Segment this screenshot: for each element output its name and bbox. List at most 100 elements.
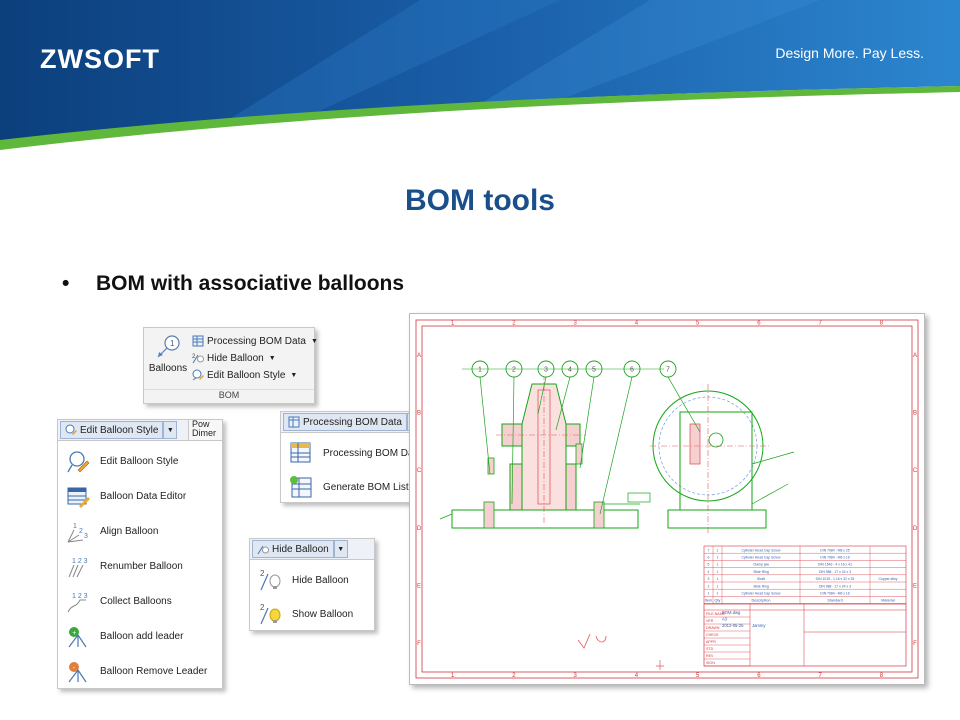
menu-item-edit-balloon-style[interactable]: Edit Balloon Style (58, 444, 222, 479)
hide-balloon-menu: Hide Balloon ▼ 2 Hide Balloon 2 Show Bal… (249, 538, 375, 631)
chevron-down-icon[interactable]: ▼ (163, 421, 178, 439)
bom-cell: Shaft (757, 577, 765, 581)
processing-menu-header: Processing BOM Data ▼ (281, 412, 438, 433)
menu-item-collect-balloons[interactable]: 1 2 3 Collect Balloons (58, 584, 222, 619)
ribbon-group-label: BOM (144, 389, 314, 403)
ribbon-hide-balloon[interactable]: 2 Hide Balloon ▼ (192, 350, 276, 366)
balloon-add-leader-icon: + (68, 626, 87, 647)
bom-cell: Copper alloy (878, 577, 897, 581)
ribbon-edit-balloon-style[interactable]: Edit Balloon Style▼ (192, 367, 297, 383)
row-letter: D (913, 526, 918, 532)
svg-text:1: 1 (170, 339, 175, 348)
balloon-number: 1 (478, 367, 482, 374)
row-letter: F (913, 641, 917, 647)
dropdown-caret-icon: ▼ (268, 354, 276, 362)
renumber-balloon-icon: 1 2 3 (68, 558, 88, 577)
bom-cell: DIN 7984 - M8 x 25 (820, 548, 850, 552)
chevron-down-icon[interactable]: ▼ (333, 540, 348, 558)
title-label: DRAWN (706, 626, 720, 630)
bom-cell: Slide Ring (753, 584, 769, 588)
title-label: APPR (706, 640, 716, 644)
header-background (0, 0, 960, 150)
bom-cell: 1 (717, 556, 719, 560)
column-number: 2 (512, 321, 516, 327)
balloon-data-editor-icon (67, 487, 90, 508)
balloon-leader (511, 376, 515, 505)
generate-bom-icon (290, 476, 312, 498)
hide-balloon-button[interactable]: Hide Balloon (252, 540, 334, 558)
menu-item-generate-bom[interactable]: Generate BOM List (281, 470, 438, 504)
column-number: 3 (573, 321, 577, 327)
menu-item-label: Balloon Data Editor (100, 491, 187, 502)
balloon-number: 3 (544, 367, 548, 374)
bullet-item: •BOM with associative balloons (62, 272, 404, 296)
surface-finish-symbol (577, 633, 607, 649)
row-letter: F (417, 641, 421, 647)
menu-item-hide-balloon[interactable]: 2 Hide Balloon (250, 563, 374, 597)
bom-cell: 7 (708, 548, 710, 552)
menu-item-show-balloon[interactable]: 2 Show Balloon (250, 597, 374, 631)
hide-balloon-icon: 2 (260, 569, 281, 591)
processing-button-label: Processing BOM Data (303, 416, 402, 428)
bom-cell: 2 (708, 584, 710, 588)
menu-item-balloon-data-editor[interactable]: Balloon Data Editor (58, 479, 222, 514)
bom-header: Standard (827, 599, 842, 603)
bom-cell: 6 (708, 556, 710, 560)
title-label: SIGN (706, 661, 715, 665)
bom-cell: 1 (717, 577, 719, 581)
bom-cell: Slide Ring (753, 570, 769, 574)
side-tab: Pow Dimer (188, 420, 222, 440)
bom-header: Description (752, 599, 771, 603)
menu-item-label: Processing BOM Data (323, 447, 422, 459)
balloon-number: 7 (666, 367, 670, 374)
ribbon-processing-bom[interactable]: Processing BOM Data▼ (192, 333, 318, 349)
dropdown-caret-icon: ▼ (290, 371, 298, 379)
column-number: 7 (818, 673, 822, 679)
balloon-number: 2 (512, 367, 516, 374)
title-block-rows: FILE NAMEVERDRAWNCHECKAPPRSTDREVSIGNBOM.… (704, 610, 766, 667)
title-label: CHECK (706, 633, 719, 637)
menu-item-processing-bom[interactable]: Processing BOM Data (281, 436, 438, 470)
bom-cell: Cylinder Head Cap Screw (741, 548, 781, 552)
bom-cell: DIN 1015 - 1.16 x 32 x 25 (816, 577, 855, 581)
title-label: FILE NAME (706, 612, 726, 616)
row-letter: C (417, 468, 422, 474)
collect-balloons-icon: 1 2 3 (67, 593, 88, 612)
svg-text:2: 2 (260, 569, 265, 578)
balloon-leader (537, 376, 547, 415)
bom-cell: 1 (708, 592, 710, 596)
row-letter: B (417, 411, 421, 417)
bom-table-icon (192, 335, 204, 347)
svg-text:3: 3 (84, 533, 88, 540)
menu-item-balloon-add-leader[interactable]: + Balloon add leader (58, 619, 222, 654)
front-view (439, 374, 651, 529)
balloon-leader (667, 376, 701, 433)
hide-balloon-icon: 2 (192, 354, 204, 364)
bom-cell: 3 (708, 577, 710, 581)
menu-item-balloon-remove-leader[interactable]: - Balloon Remove Leader (58, 654, 222, 689)
ribbon-item-label: Hide Balloon (207, 352, 264, 364)
svg-text:2: 2 (79, 528, 83, 535)
bullet-dot: • (62, 272, 70, 295)
column-number: 8 (880, 321, 884, 327)
hide-menu-header: Hide Balloon ▼ (250, 539, 374, 560)
menu-item-label: Balloon Remove Leader (100, 666, 208, 677)
column-number: 4 (635, 673, 639, 679)
balloon-remove-leader-icon: - (68, 661, 87, 682)
slide-header: ZWSOFT Design More. Pay Less. (0, 0, 960, 150)
svg-text:+: + (72, 630, 76, 637)
bom-header: Item (705, 599, 712, 603)
processing-bom-button[interactable]: Processing BOM Data (283, 413, 407, 431)
menu-item-renumber-balloon[interactable]: 1 2 3 Renumber Balloon (58, 549, 222, 584)
title-label: REV (706, 654, 714, 658)
bom-cell: Cylinder Head Cap Screw (741, 592, 781, 596)
edit-balloon-icon (192, 369, 204, 381)
balloons-button[interactable]: 1 Balloons (148, 334, 188, 374)
edit-balloon-style-button[interactable]: Edit Balloon Style (60, 421, 164, 439)
menu-item-label: Renumber Balloon (100, 561, 183, 572)
bom-cell: DIN 7984 - M6 x 16 (820, 556, 850, 560)
svg-text:1 2 3: 1 2 3 (72, 593, 88, 600)
